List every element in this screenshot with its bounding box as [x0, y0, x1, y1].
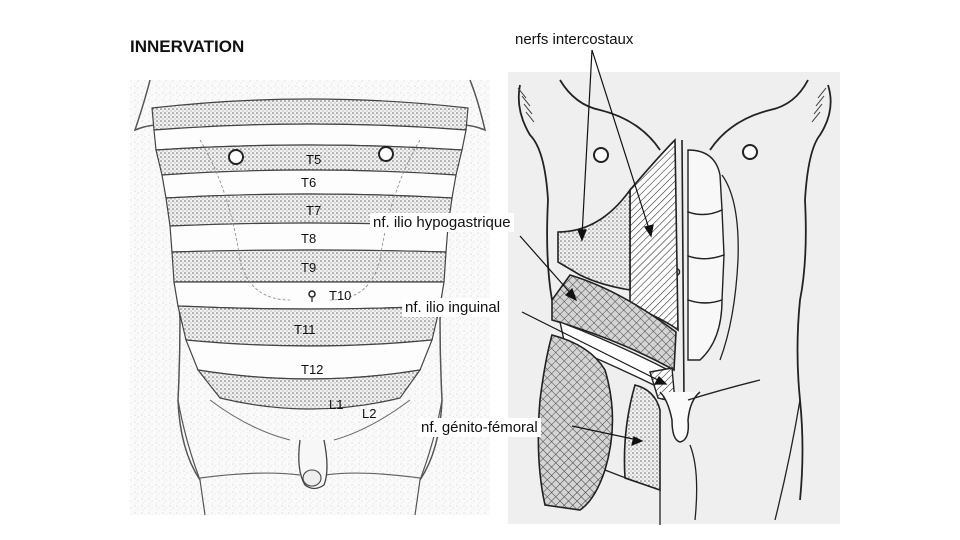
callout-genito-femoral: nf. génito-fémoral	[418, 418, 541, 437]
dermatome-label-t10: T10	[329, 288, 352, 303]
dermatome-label-t9: T9	[301, 260, 317, 275]
dermatome-label-t6: T6	[301, 175, 317, 190]
dermatome-label-t12: T12	[301, 362, 324, 377]
dermatome-label-l2: L2	[362, 406, 377, 421]
callout-nerfs-intercostaux: nerfs intercostaux	[512, 30, 637, 49]
callout-lines	[519, 49, 668, 446]
right-torso-figure	[508, 72, 840, 525]
dermatome-label-t8: T8	[301, 231, 317, 246]
dermatome-label-t11: T11	[294, 322, 316, 337]
callout-ilio-hypogastrique: nf. ilio hypogastrique	[370, 213, 514, 232]
dermatome-label-l1: L1	[329, 397, 344, 412]
dermatome-label-t5: T5	[306, 152, 322, 167]
dermatome-label-t7: T7	[306, 203, 322, 218]
callout-ilio-inguinal: nf. ilio inguinal	[402, 298, 504, 317]
diagram-title: INNERVATION	[130, 37, 245, 56]
